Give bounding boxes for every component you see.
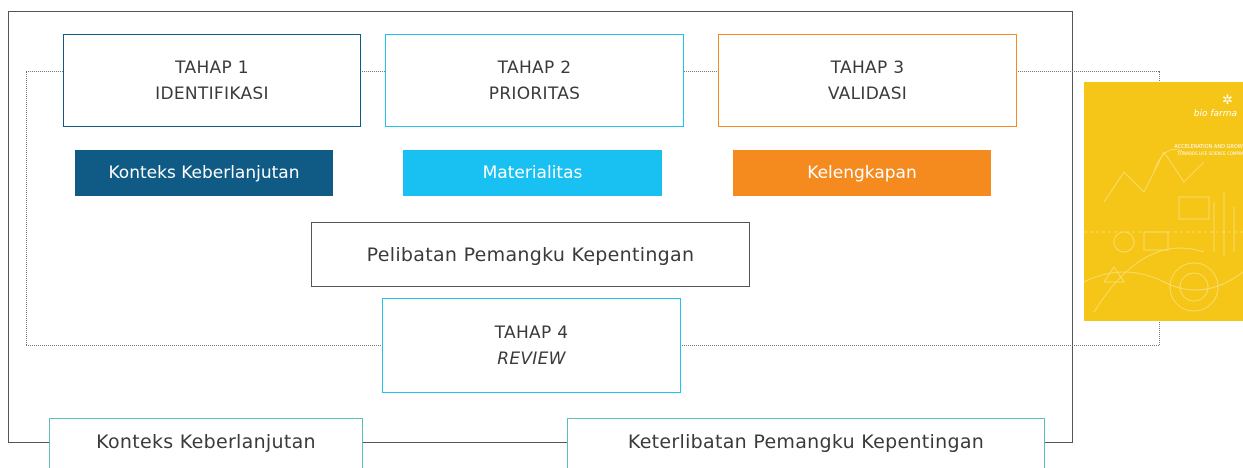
stage-2-number: TAHAP 2 (497, 57, 572, 78)
stage-2-name: PRIORITAS (488, 83, 581, 104)
principle-materiality-label: Materialitas (482, 163, 583, 183)
bottom-label-stakeholder-involvement: Keterlibatan Pemangku Kepentingan (567, 418, 1045, 468)
stakeholder-engagement-box: Pelibatan Pemangku Kepentingan (311, 222, 750, 287)
bottom-label-sustainability-context-text: Konteks Keberlanjutan (96, 431, 316, 453)
bottom-label-stakeholder-involvement-text: Keterlibatan Pemangku Kepentingan (627, 431, 985, 453)
dotted-loop-left (26, 71, 27, 345)
principle-materiality: Materialitas (403, 150, 662, 196)
stage-4-number: TAHAP 4 (494, 322, 569, 343)
stakeholder-engagement-label: Pelibatan Pemangku Kepentingan (366, 243, 695, 266)
stage-1-name: IDENTIFIKASI (155, 83, 269, 104)
stage-3-number: TAHAP 3 (830, 57, 905, 78)
biofarma-logo-icon: ✲ (1222, 93, 1233, 108)
stage-1-box: TAHAP 1 IDENTIFIKASI (63, 34, 361, 127)
report-cover-subtitle: TOWARDS LIFE SCIENCE COMPANY (1176, 151, 1243, 156)
stage-4-box: TAHAP 4 REVIEW (382, 298, 681, 393)
bottom-label-sustainability-context: Konteks Keberlanjutan (49, 418, 363, 468)
principle-completeness-label: Kelengkapan (807, 163, 917, 183)
report-cover-illustration: ACCELERATION AND GROWTH TOWARDS LIFE SCI… (1084, 144, 1243, 313)
stage-4-name: REVIEW (497, 348, 566, 369)
biofarma-logo-text: bio farma (1193, 109, 1237, 119)
report-cover-title: ACCELERATION AND GROWTH (1174, 144, 1243, 150)
stage-3-name: VALIDASI (827, 83, 908, 104)
outer-frame (8, 11, 1073, 443)
principle-completeness: Kelengkapan (733, 150, 991, 196)
stage-2-box: TAHAP 2 PRIORITAS (385, 34, 684, 127)
report-cover-thumbnail: ACCELERATION AND GROWTH TOWARDS LIFE SCI… (1084, 82, 1243, 321)
principle-sustainability-context-label: Konteks Keberlanjutan (108, 163, 300, 183)
stage-3-box: TAHAP 3 VALIDASI (718, 34, 1017, 127)
principle-sustainability-context: Konteks Keberlanjutan (75, 150, 333, 196)
stage-1-number: TAHAP 1 (175, 57, 249, 78)
